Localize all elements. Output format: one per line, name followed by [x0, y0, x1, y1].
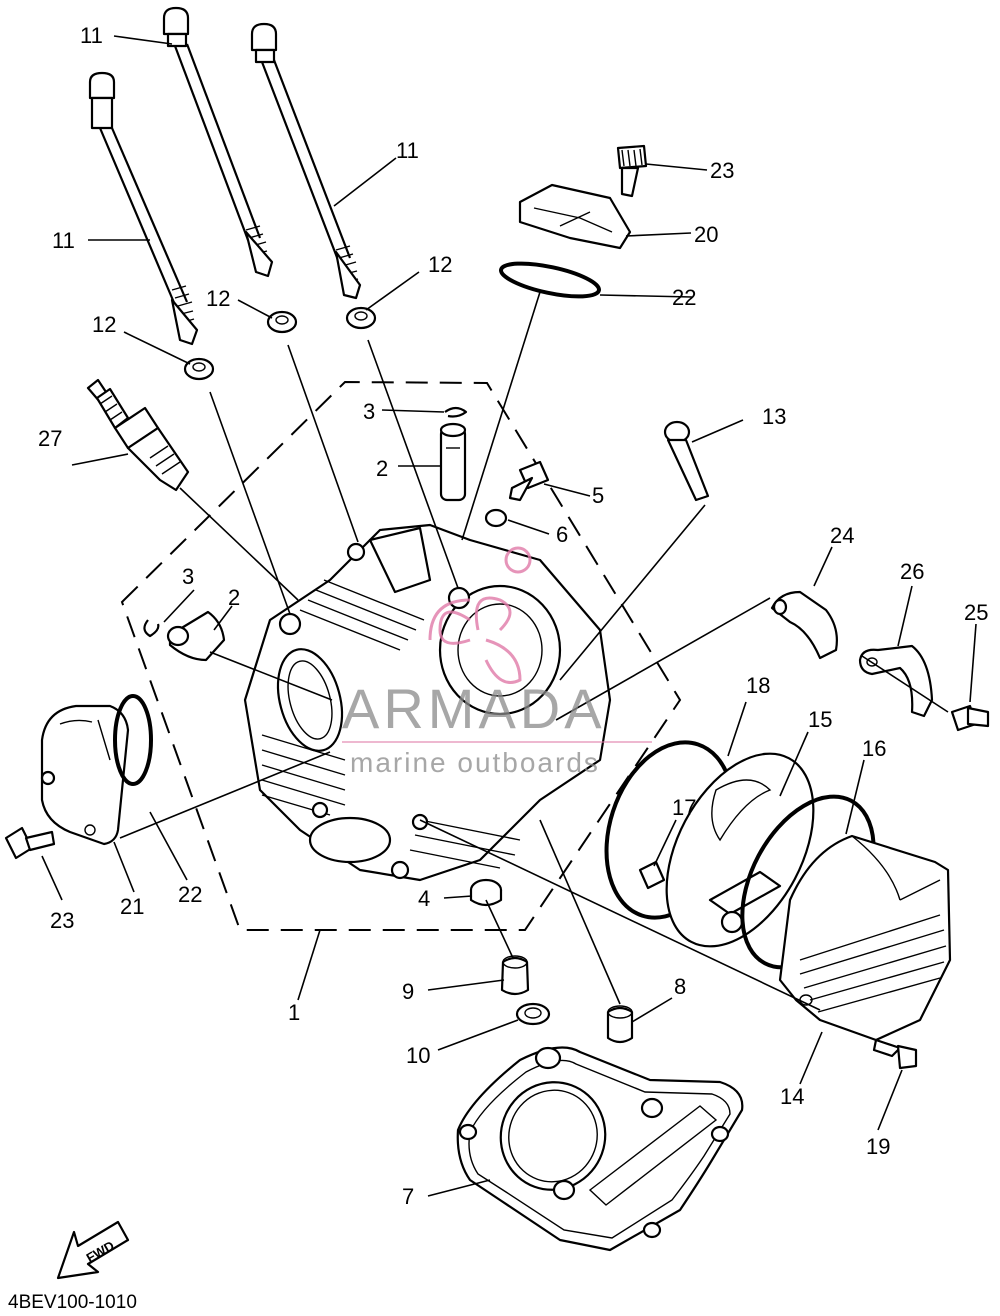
bolt-11-right [250, 22, 362, 300]
clip-3-left [143, 619, 160, 638]
bracket-24 [770, 590, 838, 660]
callout-18: 18 [746, 673, 770, 698]
cylinder-head [243, 523, 612, 882]
callout-16: 16 [862, 736, 886, 761]
callout-27: 27 [38, 426, 62, 451]
bolt-13 [663, 420, 710, 502]
callout-15: 15 [808, 707, 832, 732]
callout-12: 12 [428, 252, 452, 277]
callout-5: 5 [592, 483, 604, 508]
callout-11: 11 [80, 23, 103, 48]
bolt-11-middle [162, 6, 274, 278]
callout-12: 12 [92, 312, 116, 337]
bolt-19 [872, 1038, 918, 1070]
callout-14: 14 [780, 1084, 804, 1109]
callout-11: 11 [52, 228, 75, 253]
callout-22: 22 [178, 882, 202, 907]
side-cover-21 [40, 704, 130, 846]
bracket-26 [858, 644, 934, 718]
bolt-17 [638, 860, 666, 890]
bolt-25 [950, 704, 990, 732]
callout-23: 23 [710, 158, 734, 183]
washer-12-middle [266, 310, 298, 334]
tappet-cover-14 [778, 834, 952, 1042]
callout-8: 8 [674, 974, 686, 999]
leader-lines [41, 35, 977, 1197]
dowel-4 [469, 878, 503, 907]
o-ring-22-top [499, 261, 601, 299]
bolt-5 [508, 460, 550, 502]
callout-26: 26 [900, 559, 924, 584]
callout-22: 22 [672, 285, 696, 310]
callout-24: 24 [830, 523, 854, 548]
bolt-23-left [4, 826, 56, 860]
callout-9: 9 [402, 979, 414, 1004]
callout-25: 25 [964, 600, 988, 625]
o-ring-22-left [113, 694, 153, 786]
dowel-8 [606, 1005, 634, 1044]
cap-20 [518, 183, 632, 250]
callout-23: 23 [50, 908, 74, 933]
callout-11: 11 [396, 138, 419, 163]
callout-3: 3 [182, 564, 194, 589]
watermark: ARMADA marine outboards [342, 546, 652, 778]
callout-2: 2 [376, 456, 388, 481]
watermark-subtitle: marine outboards [350, 747, 600, 778]
fwd-arrow-icon: FWD [56, 1220, 130, 1280]
callouts: 11 11 11 12 12 12 27 3 2 13 5 6 3 2 24 2… [38, 23, 988, 1209]
valve-guide-2-left [166, 610, 226, 662]
clip-3-top [444, 406, 468, 418]
callout-12: 12 [206, 286, 230, 311]
callout-7: 7 [402, 1184, 414, 1209]
callout-19: 19 [866, 1134, 890, 1159]
washer-12-left [183, 357, 215, 381]
callout-3: 3 [363, 399, 375, 424]
bolt-23-top [616, 144, 648, 198]
callout-21: 21 [120, 894, 144, 919]
callout-6: 6 [556, 522, 568, 547]
watermark-title: ARMADA [342, 677, 606, 740]
o-ring-10 [515, 1002, 551, 1026]
diagram-code: 4BEV100-1010 [8, 1292, 137, 1313]
callout-1: 1 [288, 1000, 300, 1025]
callout-10: 10 [406, 1043, 430, 1068]
callout-20: 20 [694, 222, 718, 247]
washer-6 [484, 508, 508, 528]
head-gasket-7 [456, 1046, 744, 1252]
watermark-logo [428, 546, 532, 684]
assembly-boundary [120, 380, 682, 931]
bolt-11-left [88, 71, 199, 346]
spark-plug [86, 378, 190, 492]
callout-4: 4 [418, 886, 430, 911]
callout-13: 13 [762, 404, 786, 429]
callout-17: 17 [672, 795, 696, 820]
callout-2: 2 [228, 585, 240, 610]
dowel-9 [500, 955, 530, 996]
washer-12-right [345, 306, 377, 330]
valve-guide-2-top [439, 422, 467, 502]
